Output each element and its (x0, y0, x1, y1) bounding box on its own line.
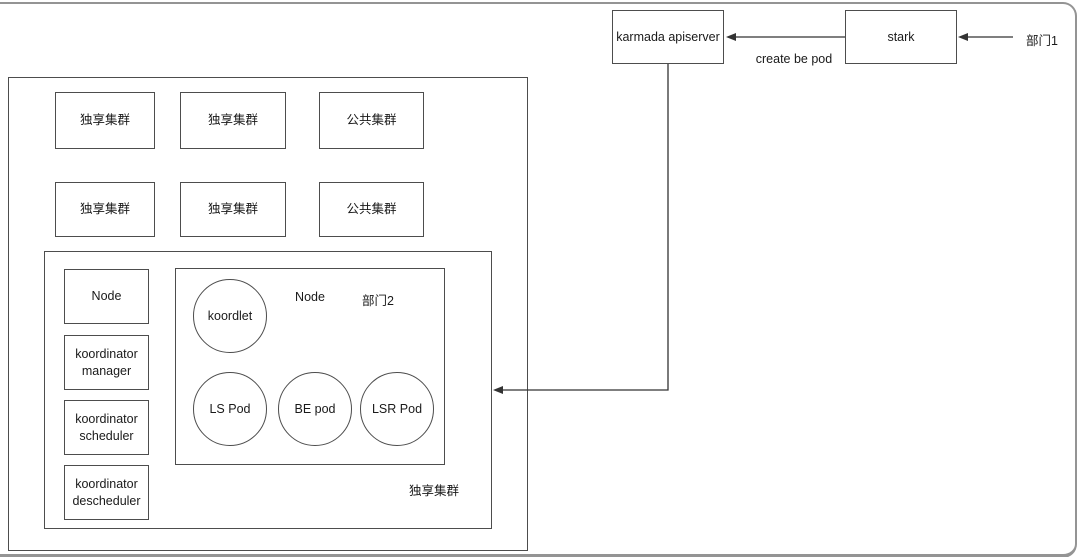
pod-label: LSR Pod (371, 401, 423, 416)
dedicated-cluster-box (44, 251, 492, 529)
cluster-box-public: 公共集群 (319, 92, 424, 149)
pod-circle-ls-pod: LS Pod (193, 372, 267, 446)
stark-label: stark (887, 29, 915, 44)
pod-circle-lsr-pod: LSR Pod (360, 372, 434, 446)
cluster-box-label: 独享集群 (79, 113, 130, 128)
cluster-box-label: 公共集群 (346, 113, 397, 128)
cluster-box-public: 公共集群 (319, 182, 424, 237)
cluster-box-dedicated: 独享集群 (55, 92, 155, 149)
cluster-box-dedicated: 独享集群 (55, 182, 155, 237)
cluster-box-dedicated: 独享集群 (180, 92, 286, 149)
component-box-koordinator-descheduler: koordinator descheduler (64, 465, 149, 520)
box-karmada-apiserver: karmada apiserver (612, 10, 724, 64)
box-stark: stark (845, 10, 957, 64)
dedicated-cluster-label: 独享集群 (408, 484, 459, 498)
karmada-apiserver-label: karmada apiserver (616, 29, 720, 44)
component-label: koordinator descheduler (72, 476, 141, 508)
label-create-be-pod: create be pod (755, 52, 833, 66)
component-box-node: Node (64, 269, 149, 324)
pod-label: LS Pod (209, 401, 251, 416)
node-box (175, 268, 445, 465)
pod-circle-be-pod: BE pod (278, 372, 352, 446)
node-box-title: Node (295, 290, 325, 304)
component-box-koordinator-manager: koordinator manager (64, 335, 149, 390)
component-label: koordinator scheduler (75, 411, 138, 443)
cluster-box-label: 公共集群 (346, 202, 397, 217)
label-dept2: 部门2 (362, 294, 394, 308)
cluster-box-dedicated: 独享集群 (180, 182, 286, 237)
component-label: koordinator manager (75, 346, 138, 378)
pod-label: BE pod (294, 401, 336, 416)
component-box-koordinator-scheduler: koordinator scheduler (64, 400, 149, 455)
cluster-box-label: 独享集群 (79, 202, 130, 217)
cluster-box-label: 独享集群 (207, 113, 258, 128)
pod-circle-koordlet: koordlet (193, 279, 267, 353)
cluster-box-label: 独享集群 (207, 202, 258, 217)
component-label: Node (91, 289, 122, 304)
pod-label: koordlet (207, 308, 253, 323)
label-dept1: 部门1 (1026, 34, 1058, 48)
